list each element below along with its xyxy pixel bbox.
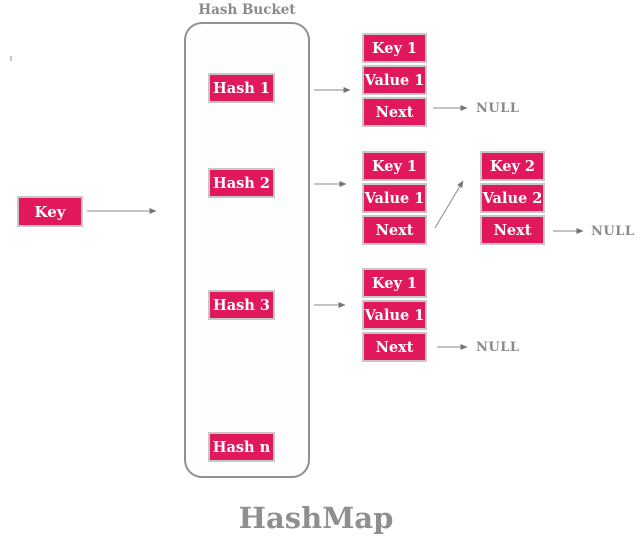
node-key-cell: Key 1	[362, 268, 427, 298]
hash-slot-1: Hash 1	[208, 73, 275, 103]
node-next-cell: Next	[362, 215, 427, 245]
node-key-cell: Key 1	[362, 151, 427, 181]
node-next-cell: Next	[480, 215, 545, 245]
diagram-title: HashMap	[238, 501, 394, 535]
node-bucket2-second: Key 2 Value 2 Next	[480, 151, 545, 245]
node-value-cell: Value 1	[362, 65, 427, 95]
node-value-cell: Value 1	[362, 183, 427, 213]
stray-mark	[10, 56, 12, 61]
key-box: Key	[17, 196, 83, 227]
node-next-cell: Next	[362, 97, 427, 127]
node-key-cell: Key 1	[362, 33, 427, 63]
hash-slot-2: Hash 2	[208, 168, 275, 198]
null-terminal-1: NULL	[476, 101, 520, 116]
node-bucket3: Key 1 Value 1 Next	[362, 268, 427, 362]
node-bucket2-first: Key 1 Value 1 Next	[362, 151, 427, 245]
node-value-cell: Value 2	[480, 183, 545, 213]
hash-slot-3: Hash 3	[208, 290, 275, 320]
node-value-cell: Value 1	[362, 300, 427, 330]
node-key-cell: Key 2	[480, 151, 545, 181]
node-next-cell: Next	[362, 332, 427, 362]
hash-slot-n: Hash n	[208, 432, 275, 462]
null-terminal-3: NULL	[476, 340, 520, 355]
arrow-node2a-to-node2b	[434, 180, 464, 229]
null-terminal-2: NULL	[591, 224, 635, 239]
hash-bucket-label: Hash Bucket	[198, 2, 296, 18]
node-bucket1: Key 1 Value 1 Next	[362, 33, 427, 127]
